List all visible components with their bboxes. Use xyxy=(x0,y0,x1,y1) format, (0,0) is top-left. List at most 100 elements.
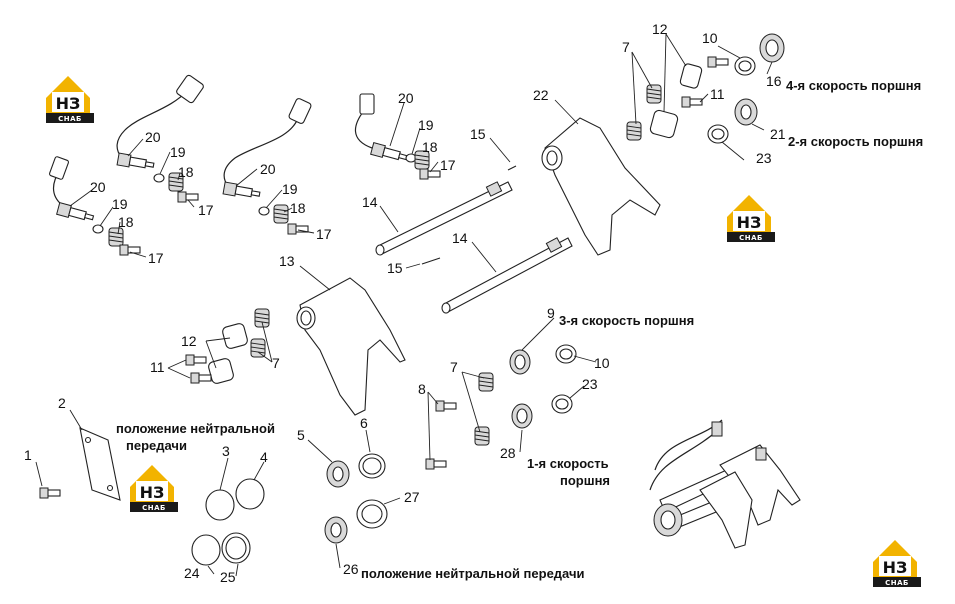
bolt-8a xyxy=(435,400,457,412)
callout-21: 21 xyxy=(770,126,786,142)
callout-28: 28 xyxy=(500,445,516,461)
caption-speed-3: 3-я скорость поршня xyxy=(559,313,694,328)
captions: 4-я скорость поршня 2-я скорость поршня … xyxy=(116,78,923,581)
caption-speed-4: 4-я скорость поршня xyxy=(786,78,921,93)
logo-bottom-right: НЗ СНАБ xyxy=(873,540,921,587)
sleeve-12c xyxy=(222,323,248,349)
callout-20b: 20 xyxy=(260,161,276,177)
callout-10-top: 10 xyxy=(702,30,718,46)
callout-17a: 17 xyxy=(198,202,214,218)
spring-7-top-b xyxy=(626,121,642,141)
callout-14-lower: 14 xyxy=(452,230,468,246)
callout-23-center: 23 xyxy=(582,376,598,392)
spring-18b xyxy=(273,204,289,224)
callout-11-mid: 11 xyxy=(150,359,165,375)
shift-fork-13 xyxy=(296,277,406,416)
callout-19b: 19 xyxy=(282,181,298,197)
spring-7-center-a xyxy=(478,372,494,392)
callout-7-center: 7 xyxy=(450,359,458,375)
sensor-group-3 xyxy=(49,156,96,225)
callout-23-top: 23 xyxy=(756,150,772,166)
callout-20c: 20 xyxy=(90,179,106,195)
callout-3: 3 xyxy=(222,443,230,459)
callout-12-mid: 12 xyxy=(181,333,197,349)
svg-text:НЗ: НЗ xyxy=(883,558,908,577)
callout-16: 16 xyxy=(766,73,782,89)
callout-18b: 18 xyxy=(290,200,306,216)
plunger-17c xyxy=(119,244,141,256)
shift-rod-lower xyxy=(441,237,573,314)
callout-19d: 19 xyxy=(418,117,434,133)
svg-text:СНАБ: СНАБ xyxy=(58,115,82,123)
callout-7-mid: 7 xyxy=(272,355,280,371)
callout-6: 6 xyxy=(360,415,368,431)
callout-15-lower: 15 xyxy=(387,260,403,276)
washer-19c xyxy=(92,224,104,234)
callout-27: 27 xyxy=(404,489,420,505)
plunger-17b xyxy=(287,223,309,235)
ring-24 xyxy=(191,534,221,566)
svg-text:НЗ: НЗ xyxy=(737,213,762,232)
callout-26: 26 xyxy=(343,561,359,577)
spring-7-mid-a xyxy=(254,308,270,328)
bolt-11c xyxy=(185,354,207,366)
callout-labels: 1 2 3 4 5 6 7 7 7 8 9 10 10 11 11 12 12 … xyxy=(24,21,786,585)
callout-19c: 19 xyxy=(112,196,128,212)
logo-top-left: НЗ СНАБ xyxy=(46,76,94,123)
ring-4 xyxy=(235,478,265,510)
callout-15-upper: 15 xyxy=(470,126,486,142)
bolt-11a xyxy=(707,56,729,68)
leader-lines xyxy=(35,33,773,577)
callout-5: 5 xyxy=(297,427,305,443)
sensor-group-1 xyxy=(116,74,204,172)
bolt-11b xyxy=(681,96,703,108)
bolt-1 xyxy=(39,487,61,499)
svg-text:СНАБ: СНАБ xyxy=(142,504,166,512)
callout-19a: 19 xyxy=(170,144,186,160)
callout-12-top: 12 xyxy=(652,21,668,37)
washer-19a xyxy=(153,173,165,183)
caption-speed-1-line1: 1-я скорость xyxy=(527,456,609,471)
callout-1: 1 xyxy=(24,447,32,463)
callout-14-upper: 14 xyxy=(362,194,378,210)
caption-neutral-b: положение нейтральной передачи xyxy=(361,566,585,581)
spring-18c xyxy=(108,227,124,247)
callout-17b: 17 xyxy=(316,226,332,242)
shift-fork-22 xyxy=(541,117,661,256)
callout-18c: 18 xyxy=(118,214,134,230)
caption-speed-1-line2: поршня xyxy=(560,473,610,488)
spring-7-top-a xyxy=(646,84,662,104)
washer-19b xyxy=(258,206,270,216)
sleeve-12b xyxy=(649,109,679,139)
svg-text:СНАБ: СНАБ xyxy=(739,234,763,242)
callout-25: 25 xyxy=(220,569,236,585)
plunger-17d xyxy=(419,168,441,180)
caption-neutral-a-line2: передачи xyxy=(126,438,187,453)
shift-rod-upper xyxy=(375,181,513,256)
logo-right: НЗ СНАБ xyxy=(727,195,775,242)
callout-17d: 17 xyxy=(440,157,456,173)
assembly-illustration xyxy=(649,419,801,549)
svg-text:НЗ: НЗ xyxy=(56,94,81,113)
bolt-8b xyxy=(425,458,447,470)
callout-2: 2 xyxy=(58,395,66,411)
callout-22: 22 xyxy=(533,87,549,103)
ring-3 xyxy=(205,489,235,521)
callout-7-top: 7 xyxy=(622,39,630,55)
caption-neutral-a-line1: положение нейтральной xyxy=(116,421,275,436)
cover-plate-2 xyxy=(79,427,121,501)
callout-9: 9 xyxy=(547,305,555,321)
callout-8: 8 xyxy=(418,381,426,397)
pin-15a xyxy=(507,165,517,171)
logo-bottom-left: НЗ СНАБ xyxy=(130,465,178,512)
spring-7-center-b xyxy=(474,426,490,446)
sleeve-12a xyxy=(679,63,703,89)
sensor-group-4 xyxy=(354,93,410,165)
sleeve-12d xyxy=(208,358,234,384)
svg-text:СНАБ: СНАБ xyxy=(885,579,909,587)
callout-10-center: 10 xyxy=(594,355,610,371)
pin-15b xyxy=(421,257,441,265)
callout-20a: 20 xyxy=(145,129,161,145)
spring-7-mid-b xyxy=(250,338,266,358)
